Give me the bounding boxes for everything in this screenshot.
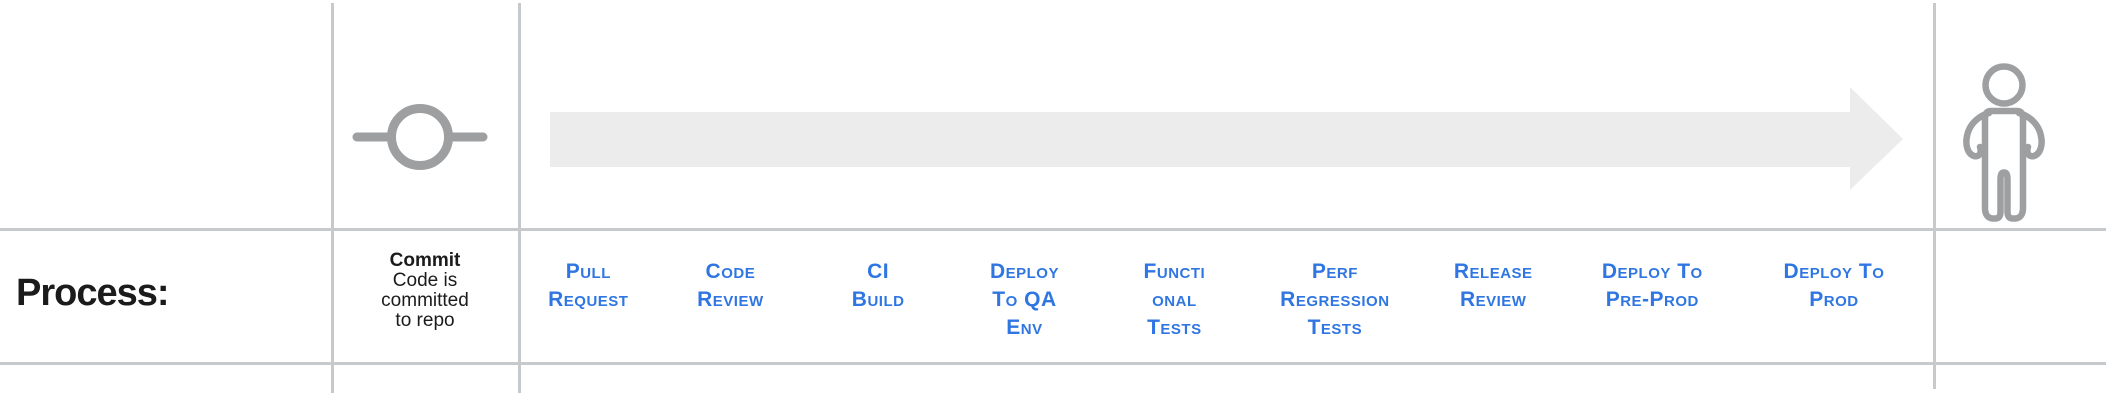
commit-title: Commit [389,250,461,271]
process-row-label: Process: [16,272,170,314]
process-step-label: Functi onal Tests [1143,260,1206,339]
commit-description: Code is committed to repo [381,270,469,331]
process-step-pull-request: Pull Request [519,258,658,314]
person-icon [1963,63,2045,222]
commit-cell: Commit Code is committed to repo [332,251,518,331]
git-commit-node-icon [352,104,488,170]
process-step-label: Deploy To Prod [1783,260,1885,311]
process-step-label: CI Build [851,260,905,311]
process-step-release-review: Release Review [1417,258,1570,314]
process-step-label: Pull Request [548,260,629,311]
process-step-perf-regression-tests: Perf Regression Tests [1253,258,1417,342]
process-steps-row: Pull Request Code Review CI Build Deploy… [519,258,1933,342]
process-step-label: Release Review [1453,260,1533,311]
grid-line-horizontal [0,228,2106,231]
grid-line-horizontal [0,362,2106,365]
process-step-functional-tests: Functi onal Tests [1096,258,1253,342]
process-step-label: Deploy To Pre-Prod [1601,260,1703,311]
process-step-label: Perf Regression Tests [1280,260,1390,339]
grid-line-vertical [518,3,521,393]
grid-line-vertical [331,3,334,393]
flow-arrow-body [550,112,1850,167]
process-step-deploy-prod: Deploy To Prod [1735,258,1933,314]
process-step-label: Deploy To QA Env [989,260,1059,339]
process-step-deploy-pre-prod: Deploy To Pre-Prod [1570,258,1735,314]
process-step-deploy-qa: Deploy To QA Env [953,258,1096,342]
flow-arrow-head-icon [1850,87,1903,190]
process-step-label: Code Review [697,260,764,311]
process-step-ci-build: CI Build [803,258,953,314]
grid-line-vertical [1933,3,1936,389]
process-step-code-review: Code Review [658,258,804,314]
